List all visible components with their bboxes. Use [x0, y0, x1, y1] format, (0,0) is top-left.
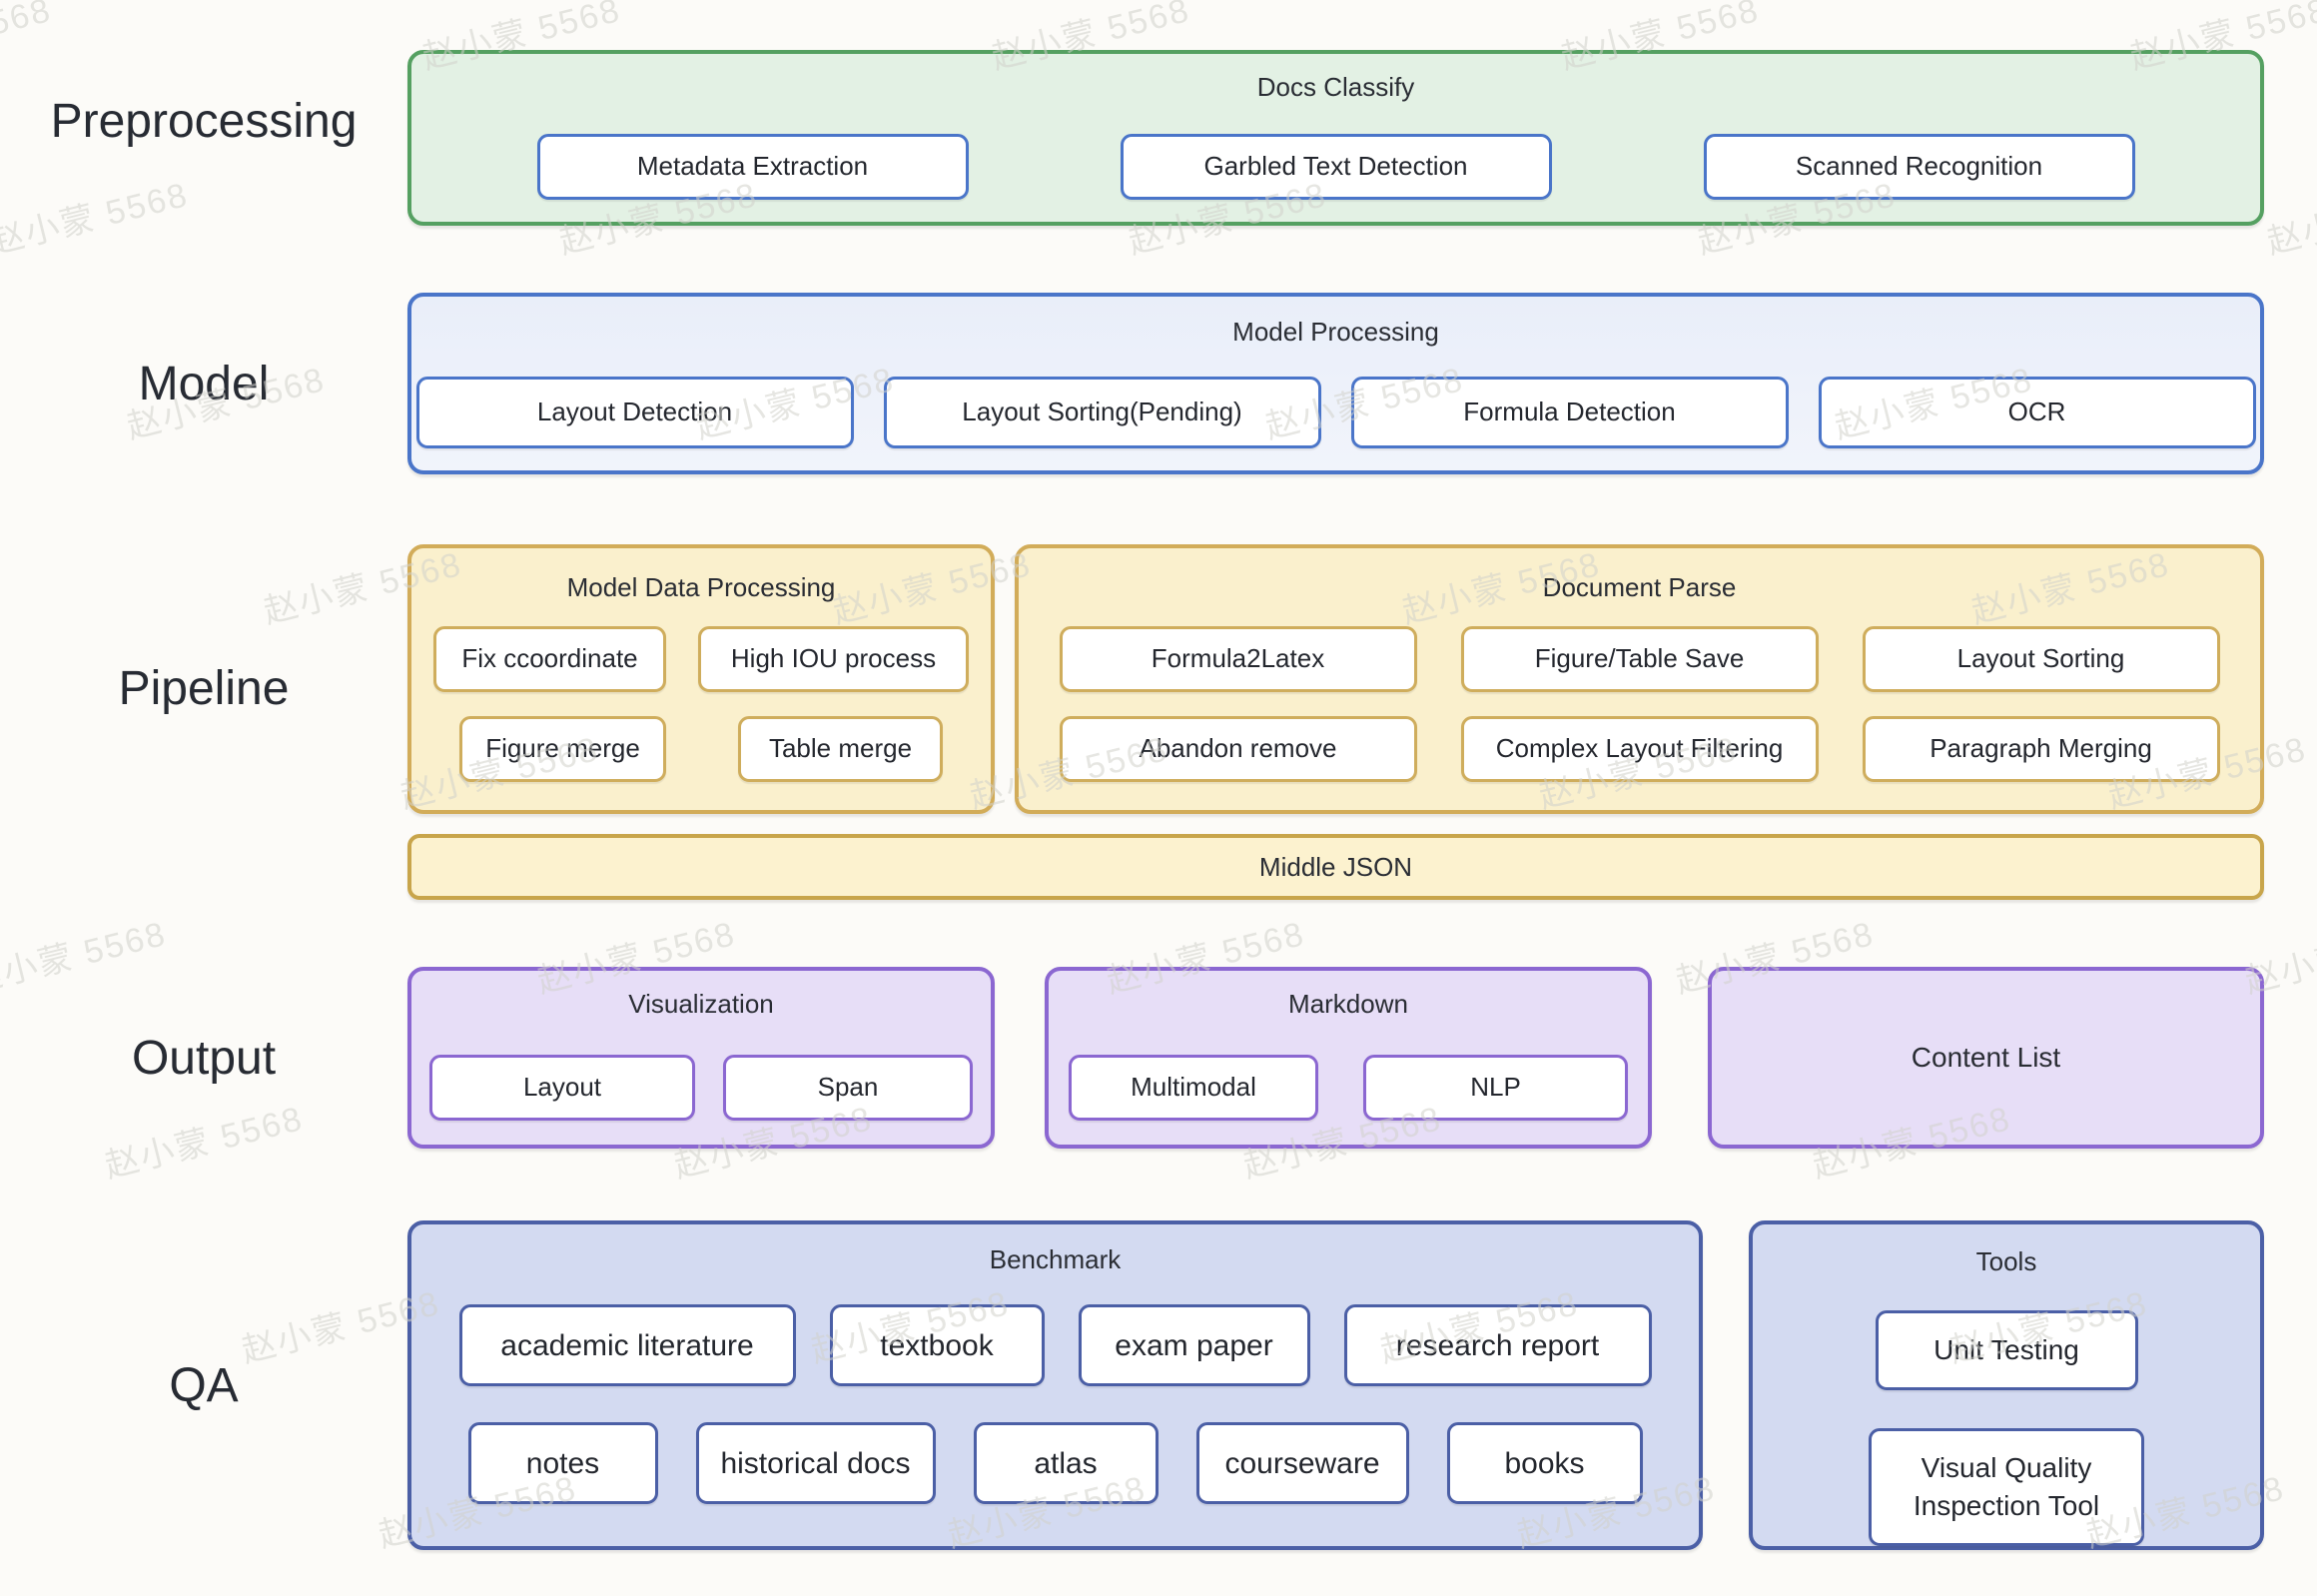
panel-title: Visualization	[628, 989, 774, 1019]
panel-docs-classify: Docs Classify Metadata Extraction Garble…	[407, 50, 2264, 226]
dp-row1: Formula2Latex Figure/Table Save Layout S…	[1019, 626, 2260, 692]
chip-nlp: NLP	[1363, 1055, 1628, 1121]
stage-label-qa: QA	[169, 1359, 239, 1412]
chip-formula2latex: Formula2Latex	[1059, 626, 1417, 692]
chip-academic-literature: academic literature	[458, 1304, 796, 1386]
chip-visual-quality-inspection-tool: Visual Quality Inspection Tool	[1869, 1428, 2144, 1546]
chip-layout: Layout	[429, 1055, 695, 1121]
stage-label-pipeline: Pipeline	[118, 662, 290, 715]
markdown-items: Multimodal NLP	[1049, 1055, 1648, 1121]
watermark-text: 赵小蒙 5568	[101, 1099, 308, 1186]
chip-textbook: textbook	[829, 1304, 1045, 1386]
mdp-row2: Figure merge Table merge	[411, 716, 991, 782]
panel-title: Benchmark	[989, 1244, 1122, 1274]
chip-metadata-extraction: Metadata Extraction	[536, 134, 969, 200]
chip-fix-ccoordinate: Fix ccoordinate	[433, 626, 666, 692]
benchmark-row1: academic literature textbook exam paper …	[411, 1304, 1699, 1386]
mdp-row1: Fix ccoordinate High IOU process	[411, 626, 991, 692]
chip-courseware: courseware	[1195, 1422, 1409, 1504]
chip-scanned-recognition: Scanned Recognition	[1703, 134, 2135, 200]
chip-exam-paper: exam paper	[1078, 1304, 1310, 1386]
visualization-items: Layout Span	[411, 1055, 991, 1121]
panel-benchmark: Benchmark academic literature textbook e…	[407, 1220, 1703, 1550]
tools-row1: Unit Testing	[1753, 1310, 2260, 1390]
chip-atlas: atlas	[973, 1422, 1158, 1504]
chip-abandon-remove: Abandon remove	[1059, 716, 1417, 782]
chip-formula-detection: Formula Detection	[1350, 377, 1789, 448]
panel-tools: Tools Unit Testing Visual Quality Inspec…	[1749, 1220, 2264, 1550]
middle-json-label: Middle JSON	[1258, 852, 1413, 882]
chip-books: books	[1446, 1422, 1643, 1504]
panel-title: Docs Classify	[1256, 72, 1415, 102]
watermark-text: 赵小蒙 5568	[2263, 176, 2317, 262]
docs-classify-items: Metadata Extraction Garbled Text Detecti…	[411, 134, 2260, 200]
chip-span: Span	[723, 1055, 973, 1121]
stage-label-model: Model	[138, 358, 270, 410]
dp-row2: Abandon remove Complex Layout Filtering …	[1019, 716, 2260, 782]
panel-visualization: Visualization Layout Span	[407, 967, 995, 1149]
stage-label-output: Output	[131, 1032, 277, 1085]
chip-garbled-text-detection: Garbled Text Detection	[1120, 134, 1552, 200]
chip-layout-detection: Layout Detection	[415, 377, 854, 448]
panel-middle-json: Middle JSON	[407, 834, 2264, 900]
chip-figure-table-save: Figure/Table Save	[1460, 626, 1819, 692]
benchmark-row2: notes historical docs atlas courseware b…	[411, 1422, 1699, 1504]
chip-paragraph-merging: Paragraph Merging	[1862, 716, 2220, 782]
panel-title: Tools	[1975, 1246, 2037, 1276]
content-list-label: Content List	[1911, 1042, 2061, 1073]
chip-multimodal: Multimodal	[1069, 1055, 1318, 1121]
chip-high-iou-process: High IOU process	[698, 626, 969, 692]
watermark-text: 赵小蒙 5568	[0, 914, 171, 1001]
stage-label-preprocessing: Preprocessing	[50, 95, 358, 148]
model-processing-items: Layout Detection Layout Sorting(Pending)…	[411, 377, 2260, 448]
chip-figure-merge: Figure merge	[459, 716, 666, 782]
chip-research-report: research report	[1343, 1304, 1652, 1386]
chip-unit-testing: Unit Testing	[1875, 1310, 2138, 1390]
panel-title: Model Processing	[1232, 317, 1439, 347]
tools-row2: Visual Quality Inspection Tool	[1753, 1428, 2260, 1546]
panel-document-parse: Document Parse Formula2Latex Figure/Tabl…	[1015, 544, 2264, 814]
panel-model-processing: Model Processing Layout Detection Layout…	[407, 293, 2264, 474]
chip-layout-sorting: Layout Sorting	[1862, 626, 2220, 692]
chip-complex-layout-filtering: Complex Layout Filtering	[1460, 716, 1819, 782]
panel-title: Document Parse	[1542, 572, 1737, 602]
panel-title: Model Data Processing	[566, 572, 836, 602]
chip-ocr: OCR	[1818, 377, 2256, 448]
panel-content-list: Content List	[1708, 967, 2264, 1149]
chip-historical-docs: historical docs	[695, 1422, 936, 1504]
panel-markdown: Markdown Multimodal NLP	[1045, 967, 1652, 1149]
panel-model-data-processing: Model Data Processing Fix ccoordinate Hi…	[407, 544, 995, 814]
chip-table-merge: Table merge	[738, 716, 943, 782]
watermark-text: 赵小蒙 5568	[0, 175, 193, 262]
chip-layout-sorting-pending: Layout Sorting(Pending)	[883, 377, 1321, 448]
watermark-text: 赵小蒙 5568	[0, 0, 56, 77]
panel-title: Markdown	[1288, 989, 1408, 1019]
chip-notes: notes	[467, 1422, 658, 1504]
